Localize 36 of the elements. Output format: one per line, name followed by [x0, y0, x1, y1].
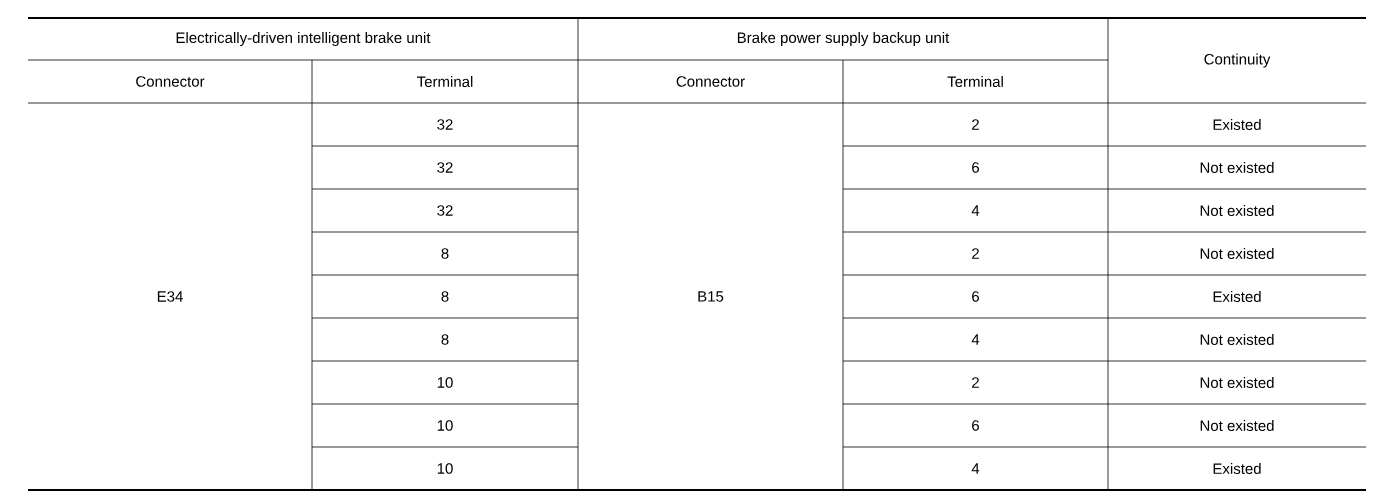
table-cell: 4 — [971, 334, 980, 345]
table-header: Electrically-driven intelligent brake unit — [176, 32, 431, 46]
table-header: Terminal — [947, 76, 1003, 87]
table-header: Terminal — [417, 76, 473, 87]
table-cell: B15 — [698, 291, 724, 302]
table-cell: 8 — [441, 291, 449, 302]
table-cell: Not existed — [1200, 162, 1274, 173]
table-cell: Not existed — [1200, 377, 1274, 388]
table-cell: Existed — [1213, 291, 1261, 302]
table-cell: 32 — [437, 119, 453, 130]
table-cell: 8 — [441, 248, 449, 259]
table-cell: Not existed — [1200, 205, 1274, 216]
table-cell: 6 — [972, 162, 979, 173]
table-cell: Not existed — [1200, 334, 1274, 345]
table-cell: 4 — [971, 205, 980, 216]
table-cell: 6 — [972, 291, 979, 302]
table-cell: Not existed — [1200, 420, 1274, 431]
table-header: Connector — [136, 76, 205, 87]
table-cell: 6 — [972, 420, 979, 431]
table-cell: 4 — [971, 463, 980, 474]
table-cell: 32 — [437, 205, 453, 216]
table-header: Continuity — [1204, 53, 1271, 68]
table-cell: Not existed — [1200, 248, 1274, 259]
table-cell: 2 — [972, 119, 979, 130]
table-cell: 2 — [972, 377, 979, 388]
table-cell: Existed — [1213, 463, 1261, 474]
table-cell: 8 — [441, 334, 449, 345]
table-cell: 10 — [437, 463, 453, 474]
table-cell: 32 — [437, 162, 453, 173]
table-cell: 10 — [437, 377, 453, 388]
table-cell: Existed — [1213, 119, 1261, 130]
table-cell: 10 — [437, 420, 453, 431]
table-cell: 2 — [972, 248, 979, 259]
table-cell: E34 — [157, 291, 183, 302]
table-header: Brake power supply backup unit — [737, 32, 950, 46]
table-header: Connector — [676, 76, 745, 87]
